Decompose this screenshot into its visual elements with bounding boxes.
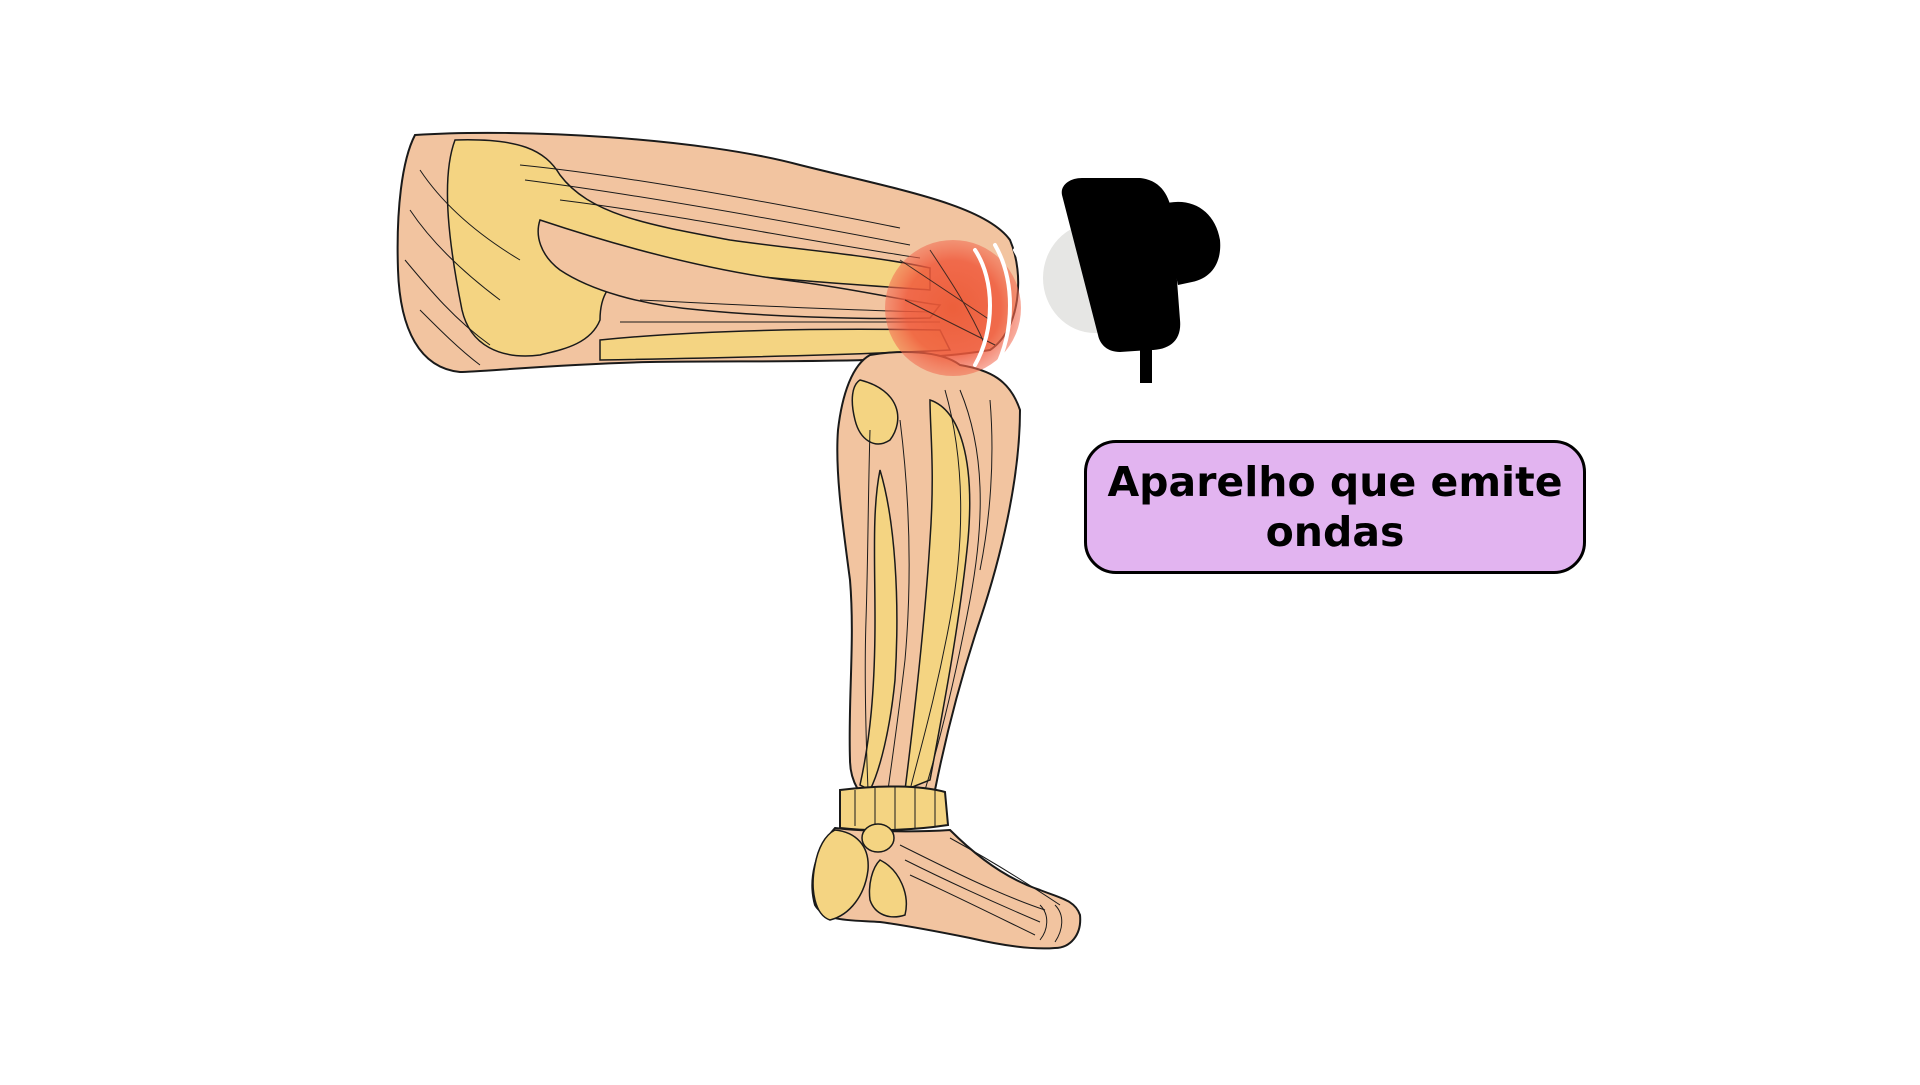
- foot: [811, 823, 1082, 950]
- thigh: [396, 131, 1020, 374]
- device-label: Aparelho que emite ondas: [1084, 440, 1586, 574]
- wave-lines: [973, 243, 1032, 372]
- device-label-text: Aparelho que emite ondas: [1107, 458, 1563, 556]
- device-body: [1061, 178, 1181, 352]
- ankle: [839, 785, 950, 832]
- device-handle: [1140, 345, 1152, 383]
- device-knob: [1160, 201, 1221, 285]
- lower-leg: [836, 351, 1022, 813]
- wave-device: [1043, 178, 1221, 383]
